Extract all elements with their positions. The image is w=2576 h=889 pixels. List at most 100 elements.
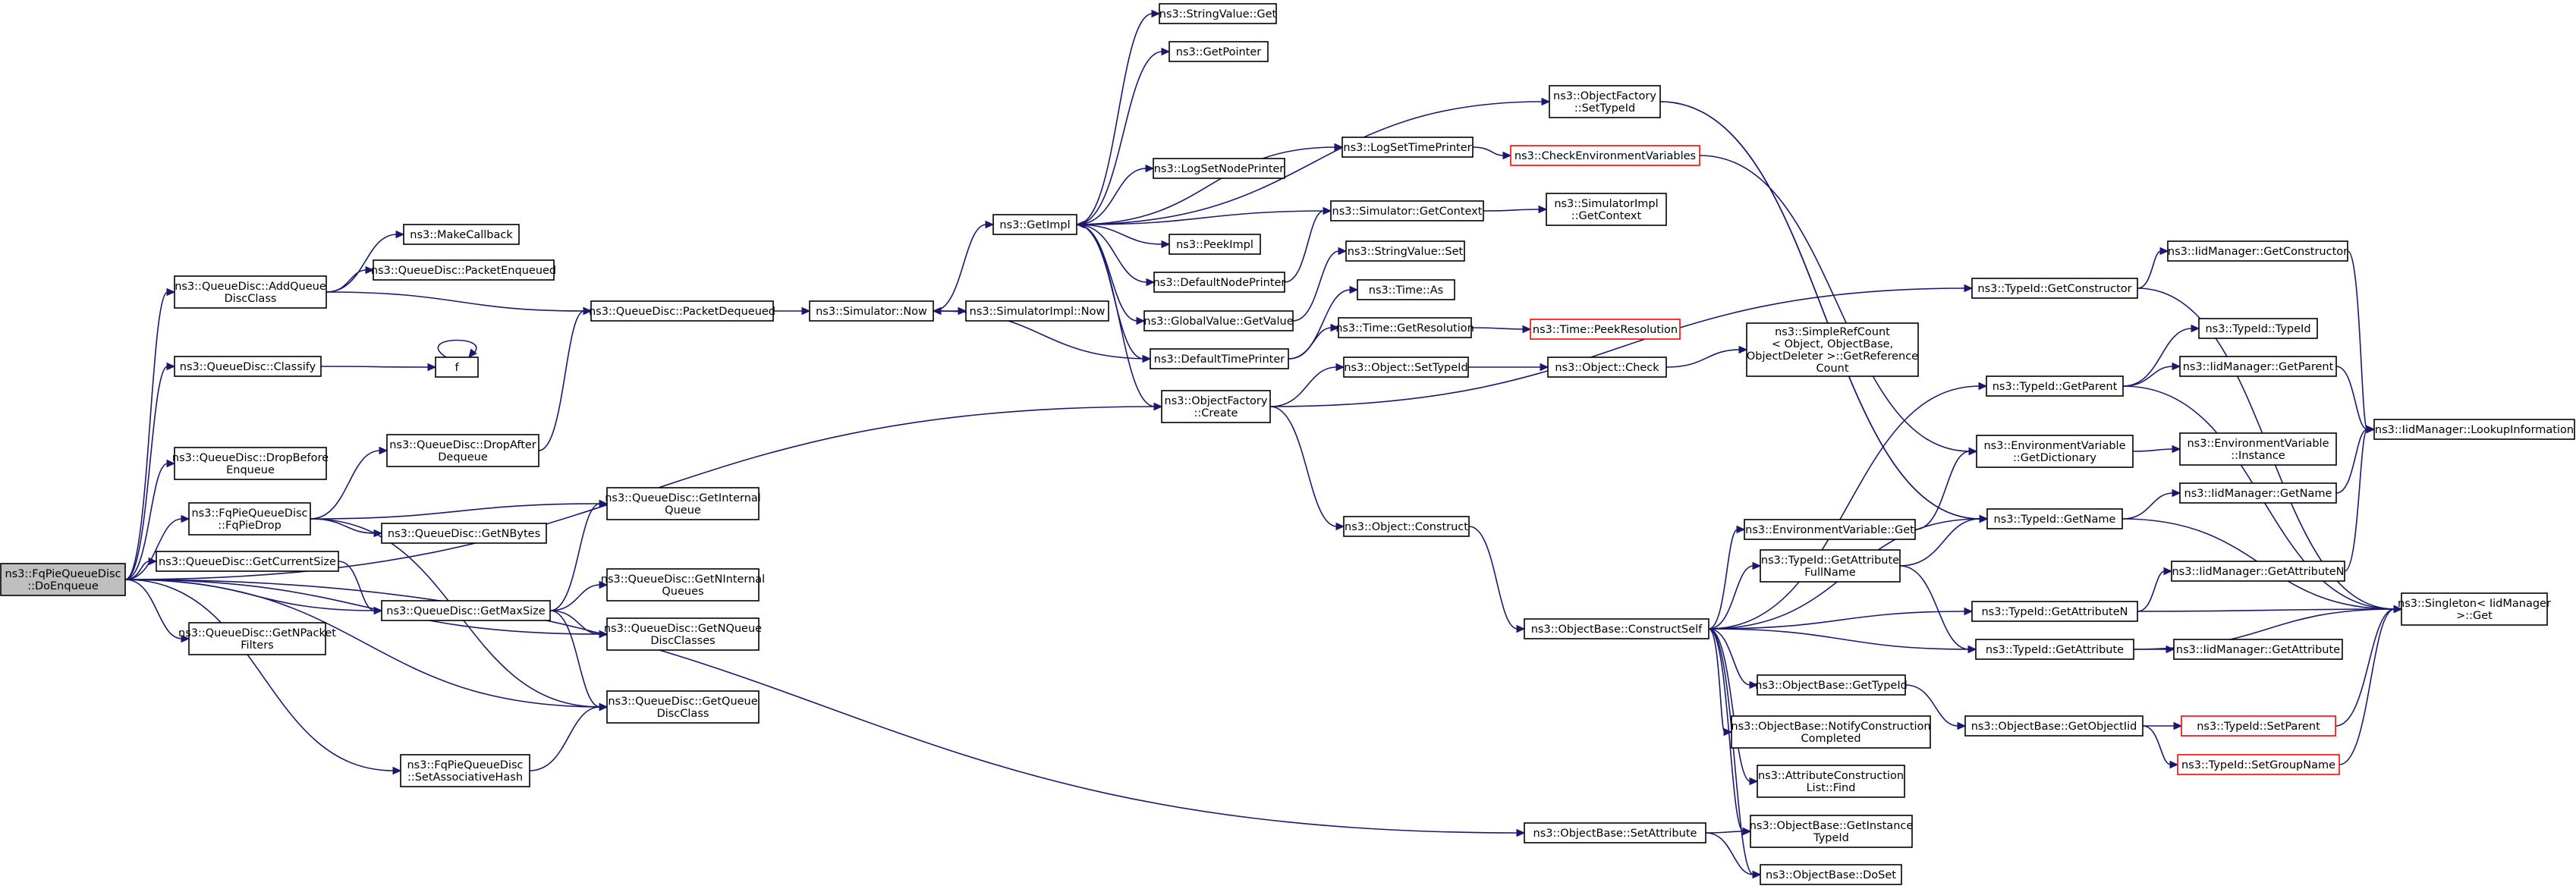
node-fq-pie-drop[interactable]: ns3::FqPieQueueDisc::FqPieDrop <box>188 502 311 536</box>
node-iid-mgr-lookup-information[interactable]: ns3::IidManager::LookupInformation <box>2373 419 2575 440</box>
node-obj-base-set-attribute[interactable]: ns3::ObjectBase::SetAttribute <box>1524 822 1706 843</box>
node-sim-impl-get-context[interactable]: ns3::SimulatorImpl::GetContext <box>1546 193 1667 226</box>
call-edge <box>1076 51 1163 225</box>
node-pkt-enqueued[interactable]: ns3::QueueDisc::PacketEnqueued <box>371 259 556 281</box>
node-obj-base-do-set[interactable]: ns3::ObjectBase::DoSet <box>1760 864 1902 885</box>
node-def-node-printer[interactable]: ns3::DefaultNodePrinter <box>1153 272 1286 293</box>
node-label: ns3::TypeId::GetAttributeN <box>1981 606 2128 618</box>
node-time-get-resolution[interactable]: ns3::Time::GetResolution <box>1335 317 1474 338</box>
node-time-as[interactable]: ns3::Time::As <box>1357 279 1455 300</box>
node-iid-mgr-get-attribute-n[interactable]: ns3::IidManager::GetAttributeN <box>2171 561 2345 582</box>
edge-arrowhead <box>1540 363 1549 372</box>
node-simple-ref-count[interactable]: ns3::SimpleRefCount< Object, ObjectBase,… <box>1746 322 1919 377</box>
edge-arrowhead <box>395 230 405 239</box>
edge-arrowhead <box>1752 870 1762 879</box>
node-make-callback[interactable]: ns3::MakeCallback <box>403 224 520 245</box>
node-sim-impl-now[interactable]: ns3::SimulatorImpl::Now <box>965 300 1109 322</box>
node-obj-construct[interactable]: ns3::Object::Construct <box>1343 516 1470 537</box>
node-obj-base-get-object-iid[interactable]: ns3::ObjectBase::GetObjectIid <box>1964 715 2144 737</box>
node-singleton-get[interactable]: ns3::Singleton< IidManager >::Get <box>2398 592 2551 626</box>
edge-arrowhead <box>985 220 995 229</box>
call-edge <box>1076 146 1336 225</box>
node-env-var-get[interactable]: ns3::EnvironmentVariable::Get <box>1744 519 1916 540</box>
edge-arrowhead <box>1979 514 1989 523</box>
node-obj-factory-set-type-id[interactable]: ns3::ObjectFactory::SetTypeId <box>1549 85 1661 118</box>
node-obj-set-type-id[interactable]: ns3::Object::SetTypeId <box>1343 357 1469 378</box>
node-obj-base-construct-self[interactable]: ns3::ObjectBase::ConstructSelf <box>1524 618 1709 639</box>
node-classify[interactable]: ns3::QueueDisc::Classify <box>174 356 322 377</box>
node-global-val-get-value[interactable]: ns3::GlobalValue::GetValue <box>1143 310 1294 331</box>
node-label: ns3::DefaultTimePrinter <box>1154 353 1285 366</box>
node-sim-get-context[interactable]: ns3::Simulator::GetContext <box>1330 200 1484 221</box>
node-label: ns3::Time::GetResolution <box>1335 322 1474 335</box>
node-label: ns3::ObjectBase::ConstructSelf <box>1531 624 1703 636</box>
node-get-nbytes[interactable]: ns3::QueueDisc::GetNBytes <box>381 523 547 544</box>
node-peek-impl[interactable]: ns3::PeekImpl <box>1168 234 1261 255</box>
node-iid-mgr-get-attribute[interactable]: ns3::IidManager::GetAttribute <box>2173 639 2343 660</box>
edge-arrowhead <box>1967 645 1977 654</box>
node-iid-mgr-get-name[interactable]: ns3::IidManager::GetName <box>2179 482 2337 504</box>
edge-arrowhead <box>1742 827 1752 836</box>
node-type-id-get-constructor[interactable]: ns3::TypeId::GetConstructor <box>1971 278 2138 299</box>
node-label: Count <box>1816 363 1848 375</box>
node-log-set-time-printer[interactable]: ns3::LogSetTimePrinter <box>1341 137 1474 158</box>
node-box <box>606 690 760 724</box>
node-type-id-get-name[interactable]: ns3::TypeId::GetName <box>1986 508 2123 529</box>
node-get-max-size[interactable]: ns3::QueueDisc::GetMaxSize <box>381 600 551 621</box>
node-str-val-set[interactable]: ns3::StringValue::Set <box>1345 240 1465 262</box>
node-env-var-instance[interactable]: ns3::EnvironmentVariable::Instance <box>2179 432 2337 466</box>
call-edge <box>2335 608 2395 727</box>
call-edge <box>1708 565 1754 630</box>
edge-arrowhead <box>2166 645 2175 654</box>
node-type-id-get-parent[interactable]: ns3::TypeId::GetParent <box>1986 375 2124 397</box>
node-time-peek-resolution[interactable]: ns3::Time::PeekResolution <box>1530 319 1681 340</box>
node-box <box>1750 815 1913 848</box>
node-log-set-node-printer[interactable]: ns3::LogSetNodePrinter <box>1153 158 1285 179</box>
node-obj-check[interactable]: ns3::Object::Check <box>1547 357 1667 378</box>
node-type-id-set-group-name[interactable]: ns3::TypeId::SetGroupName <box>2177 754 2340 775</box>
node-label: ns3::EnvironmentVariable <box>1983 440 2125 452</box>
node-set-assoc-hash[interactable]: ns3::FqPieQueueDisc::SetAssociativeHash <box>400 754 530 787</box>
node-label: ns3::AttributeConstruction <box>1758 770 1904 782</box>
node-root[interactable]: ns3::FqPieQueueDisc::DoEnqueue <box>0 563 126 596</box>
node-f[interactable]: f <box>435 357 479 378</box>
node-type-id-get-attribute[interactable]: ns3::TypeId::GetAttribute <box>1975 639 2134 660</box>
node-get-impl[interactable]: ns3::GetImpl <box>992 214 1077 235</box>
node-pkt-dequeued[interactable]: ns3::QueueDisc::PacketDequeued <box>589 300 775 322</box>
node-iid-mgr-get-constructor[interactable]: ns3::IidManager::GetConstructor <box>2167 240 2348 262</box>
node-env-var-get-dictionary[interactable]: ns3::EnvironmentVariable::GetDictionary <box>1976 435 2134 468</box>
node-box <box>174 447 327 480</box>
node-label: ::DoEnqueue <box>27 580 99 592</box>
node-get-cur-size[interactable]: ns3::QueueDisc::GetCurrentSize <box>156 551 339 572</box>
node-str-val-get[interactable]: ns3::StringValue::Get <box>1159 3 1277 24</box>
node-sim-now[interactable]: ns3::Simulator::Now <box>809 300 934 322</box>
node-obj-base-notify-construction-completed[interactable]: ns3::ObjectBase::NotifyConstructionCompl… <box>1731 715 1931 749</box>
node-obj-factory-create[interactable]: ns3::ObjectFactory::Create <box>1161 390 1271 423</box>
node-check-env-vars[interactable]: ns3::CheckEnvironmentVariables <box>1510 145 1700 166</box>
node-type-id-set-parent[interactable]: ns3::TypeId::SetParent <box>2181 715 2336 737</box>
node-type-id-type-id[interactable]: ns3::TypeId::TypeId <box>2198 318 2318 339</box>
call-edge <box>1659 101 1981 520</box>
edge-arrowhead <box>1516 624 1526 633</box>
node-iid-mgr-get-parent[interactable]: ns3::IidManager::GetParent <box>2179 356 2337 377</box>
node-def-time-printer[interactable]: ns3::DefaultTimePrinter <box>1150 348 1289 369</box>
node-obj-base-get-type-id[interactable]: ns3::ObjectBase::GetTypeId <box>1755 674 1908 696</box>
call-edge <box>549 503 601 611</box>
node-box <box>1510 145 1700 166</box>
node-label: ns3::PeekImpl <box>1176 239 1253 251</box>
node-box <box>1343 357 1469 378</box>
node-type-id-get-attribute-n[interactable]: ns3::TypeId::GetAttributeN <box>1971 601 2138 622</box>
node-box <box>1546 193 1667 226</box>
node-get-pointer[interactable]: ns3::GetPointer <box>1168 41 1269 62</box>
